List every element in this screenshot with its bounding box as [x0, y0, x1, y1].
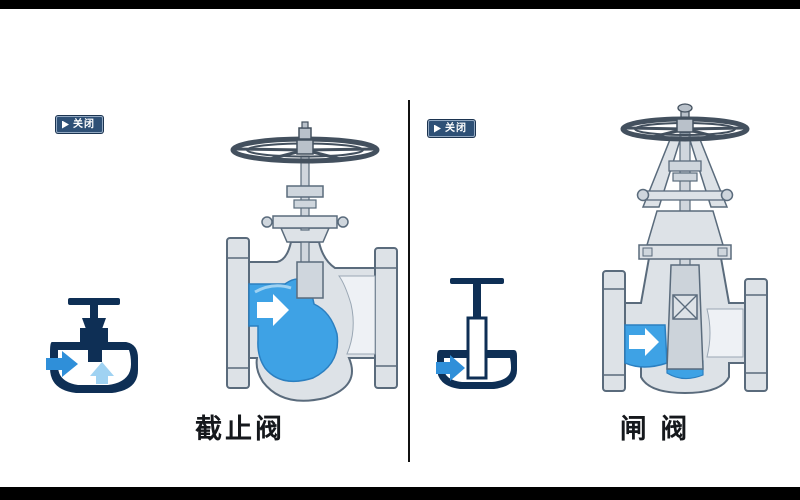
yoke-bolt: [261, 216, 273, 228]
outlet-flange: [374, 247, 398, 389]
flow-in-arrow-icon: [46, 351, 78, 377]
closed-status-label: 关闭: [73, 119, 95, 130]
top-letterbox-bar: [0, 0, 800, 9]
joint-cross-line: [672, 294, 698, 320]
gate-valve-cross-section: [602, 103, 768, 395]
gland: [293, 199, 317, 209]
globe-valve-caption: 截止阀: [195, 414, 285, 444]
symbol-handle: [68, 298, 120, 305]
symbol-bonnet: [82, 318, 106, 329]
flow-up-arrow-icon: [90, 362, 114, 384]
symbol-handle: [450, 278, 504, 284]
closed-status-label: 关闭: [445, 123, 467, 134]
packing-nut: [668, 160, 702, 172]
flow-direction-arrow: [257, 294, 289, 326]
handwheel-spoke: [304, 147, 376, 152]
symbol-stem: [473, 284, 481, 320]
symbol-gate: [466, 316, 488, 380]
gland-bar: [646, 190, 724, 201]
bonnet-bolt: [642, 247, 653, 257]
valve-disc: [296, 261, 324, 299]
handwheel-spoke: [624, 126, 686, 131]
globe-valve-symbol-icon: [46, 298, 138, 393]
gland-bolt: [636, 188, 650, 202]
symbol-disc: [88, 342, 102, 362]
stem-nut: [298, 127, 312, 140]
valve-badge-icon: [62, 120, 69, 129]
flow-in-arrow-icon: [436, 355, 465, 381]
flow-direction-arrow: [629, 328, 659, 356]
yoke-plate: [272, 215, 338, 229]
stem-tip: [301, 121, 309, 129]
symbol-cavity: [58, 350, 131, 385]
closed-status-badge-right: 关闭: [428, 120, 475, 137]
handwheel-hub: [676, 118, 694, 133]
outlet-flange: [744, 278, 768, 392]
closed-status-badge-left: 关闭: [56, 116, 103, 133]
stem-knob: [677, 103, 693, 113]
gland: [672, 172, 698, 182]
handwheel-spoke: [234, 147, 306, 152]
handwheel-hub: [296, 139, 314, 155]
yoke-bolt: [337, 216, 349, 228]
bottom-letterbox-bar: [0, 487, 800, 500]
handwheel-spoke: [684, 126, 746, 131]
globe-valve-cross-section: [226, 121, 398, 402]
inlet-flange: [226, 237, 250, 389]
bonnet-flange: [638, 244, 732, 260]
symbol-stem: [90, 305, 98, 319]
bonnet-bolt: [717, 247, 728, 257]
gate-valve-caption: 闸 阀: [619, 414, 691, 444]
valve-badge-icon: [434, 124, 441, 133]
gland-bolt: [720, 188, 734, 202]
fluid-highlight: [254, 284, 292, 294]
outlet-cavity: [338, 275, 376, 355]
gate-valve-symbol-icon: [436, 278, 517, 389]
panel-divider-line: [408, 100, 410, 462]
outlet-cavity: [706, 308, 744, 358]
packing-nut: [286, 185, 324, 198]
bonnet: [645, 210, 725, 246]
